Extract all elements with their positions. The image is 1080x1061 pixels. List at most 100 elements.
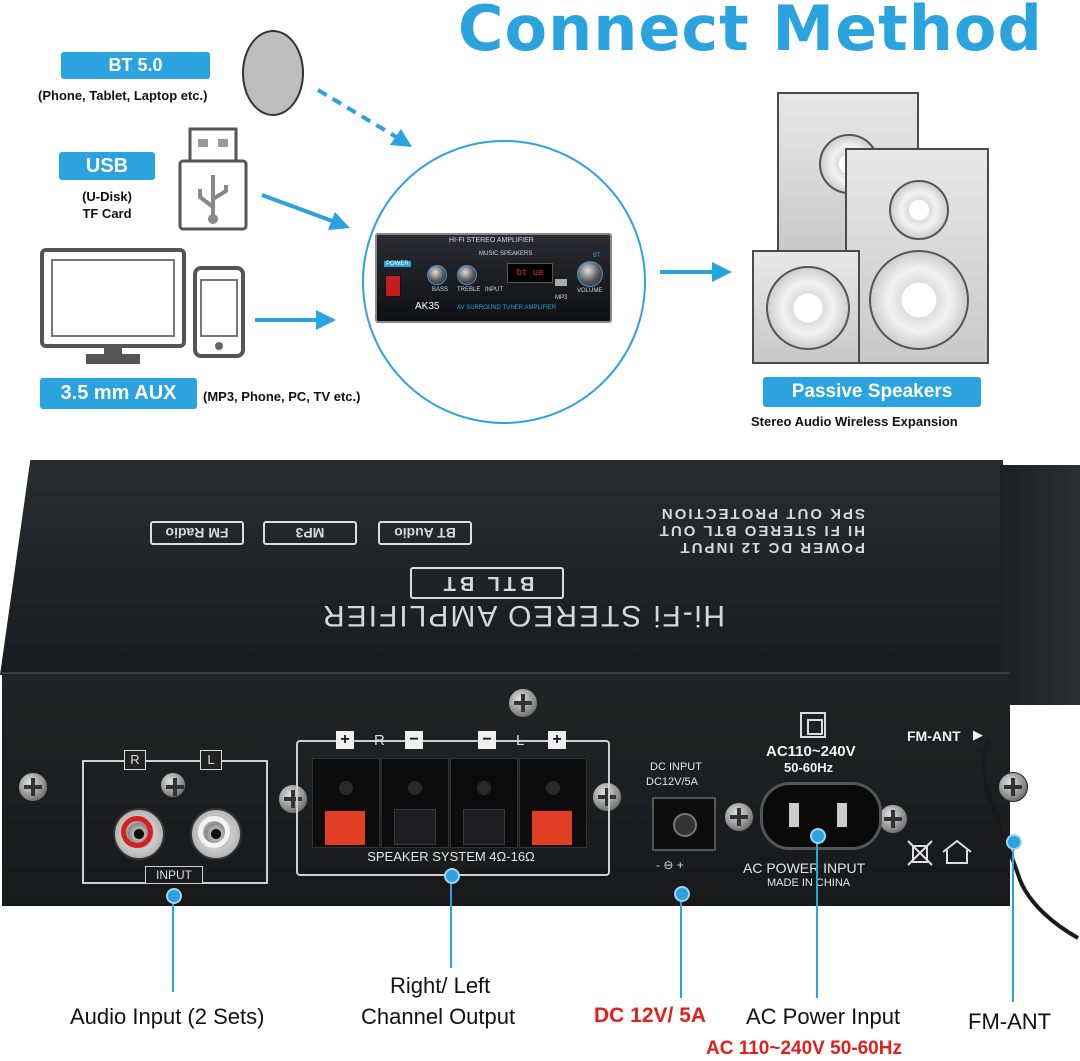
speaker-l-label: L <box>516 732 525 749</box>
speaker-terminal-l-minus[interactable] <box>450 758 518 848</box>
amp-display: bt ue <box>507 263 553 283</box>
bt-label: BT 5.0 <box>61 52 210 79</box>
minus-sign: − <box>478 731 496 749</box>
callout-dot <box>444 868 460 884</box>
input-r-label: R <box>130 752 140 767</box>
fm-antenna-wire <box>981 736 1079 940</box>
weee-bin-icon <box>905 838 935 868</box>
feature-item: SPK OUT PROTECTION <box>659 505 865 522</box>
page-title: Connect Method <box>458 0 1043 65</box>
speaker-cabinet-small <box>752 250 860 364</box>
callout-dot <box>1006 834 1022 850</box>
dc-callout: DC 12V/ 5A <box>594 1004 707 1027</box>
usb-arrow <box>261 193 336 224</box>
device-side-shade <box>1000 465 1080 705</box>
bt-arrow <box>316 88 400 140</box>
usb-note-2: TF Card <box>82 206 132 221</box>
amp-power-label: POWER <box>384 261 411 267</box>
callout-line <box>172 900 174 992</box>
amp-treble: TREBLE <box>457 287 481 293</box>
usb-drive-icon <box>178 127 248 231</box>
bass-knob[interactable] <box>427 265 447 285</box>
input-l-box: L <box>200 750 222 770</box>
channel-output-callout-1: Right/ Left <box>390 973 491 998</box>
input-r-box: R <box>124 750 146 770</box>
speaker-cone <box>889 180 949 240</box>
usb-label: USB <box>59 152 155 180</box>
screw <box>592 782 622 812</box>
minus-sign: − <box>405 731 423 749</box>
speaker-terminal-r-plus[interactable] <box>312 758 380 848</box>
made-in-label: MADE IN CHINA <box>767 877 851 889</box>
screw <box>998 772 1028 802</box>
power-switch[interactable] <box>385 275 401 297</box>
screw <box>508 688 538 718</box>
passive-speakers-note: Stereo Audio Wireless Expansion <box>751 414 958 429</box>
input-label: INPUT <box>145 866 203 884</box>
usb-port[interactable] <box>555 279 567 286</box>
amp-model: AK35 <box>415 301 440 312</box>
dc-input-line2: DC12V/5A <box>646 776 698 788</box>
feature-item: POWER DC 12 INPUT <box>678 539 865 556</box>
fm-ant-arrow-icon: ▶ <box>973 727 983 742</box>
speaker-woofer <box>766 266 850 350</box>
rca-jack-right[interactable] <box>113 808 165 860</box>
plus-sign: + <box>336 731 354 749</box>
input-arrows <box>255 88 732 330</box>
badge-bt: BT Audio <box>378 521 472 545</box>
plus-sign: + <box>548 731 566 749</box>
callout-dot <box>166 888 182 904</box>
feature-item: HI FI STEREO BTL OUT <box>657 522 865 539</box>
speaker-system-label: SPEAKER SYSTEM 4Ω-16Ω <box>367 849 535 864</box>
speaker-cabinet-large <box>845 148 989 364</box>
bt-note: (Phone, Tablet, Laptop etc.) <box>38 88 208 103</box>
speaker-terminal-r-minus[interactable] <box>381 758 449 848</box>
callout-line <box>816 840 818 998</box>
badge-btl: BTL BT <box>410 567 564 599</box>
audio-input-callout: Audio Input (2 Sets) <box>70 1004 265 1029</box>
microphone-icon <box>242 30 304 116</box>
callout-line <box>1012 840 1014 1002</box>
fm-ant-label: FM-ANT <box>907 728 961 744</box>
aux-note: (MP3, Phone, PC, TV etc.) <box>203 389 361 404</box>
amp-volume: VOLUME <box>577 288 603 294</box>
volume-knob[interactable] <box>577 261 603 287</box>
dc-jack[interactable] <box>652 797 716 851</box>
amp-input: INPUT <box>485 287 503 293</box>
phone-icon <box>193 266 245 358</box>
dc-polarity-icon: - ⊖ + <box>656 858 684 872</box>
callout-dot <box>810 828 826 844</box>
ac-spec-line1: AC110~240V <box>766 743 856 760</box>
ac-callout: AC Power Input <box>746 1004 901 1029</box>
amp-surround: AV SURROUND TUNER AMPLIFIER <box>457 305 557 311</box>
ac-power-label: AC POWER INPUT <box>743 860 866 876</box>
double-insulation-icon <box>800 712 826 738</box>
rca-jack-left[interactable] <box>190 808 242 860</box>
callout-dot <box>674 886 690 902</box>
ac-spec-line2: 50-60Hz <box>784 760 834 775</box>
usb-note-1: (U-Disk) <box>82 189 132 204</box>
badge-mp3: MP3 <box>263 521 357 545</box>
screw <box>724 802 754 832</box>
ac-spec-callout: AC 110~240V 50-60Hz <box>706 1038 902 1059</box>
screw <box>160 772 186 798</box>
screw <box>878 804 908 834</box>
treble-knob[interactable] <box>457 265 477 285</box>
speaker-woofer <box>869 250 969 350</box>
ac-power-socket[interactable] <box>760 782 882 850</box>
screw <box>278 784 308 814</box>
aux-label: 3.5 mm AUX <box>40 378 197 409</box>
speaker-r-label: R <box>374 732 385 749</box>
callout-line <box>680 898 682 998</box>
device-main-title: Hi-Fi STEREO AMPLIFIER <box>320 599 726 632</box>
speaker-terminal-l-plus[interactable] <box>519 758 587 848</box>
amp-bt: BT <box>593 253 601 259</box>
monitor-icon <box>40 248 186 366</box>
callout-line <box>450 880 452 968</box>
amp-header: HI-FI STEREO AMPLIFIER <box>449 237 534 244</box>
indoor-use-icon <box>940 838 974 866</box>
feature-list: POWER DC 12 INPUT HI FI STEREO BTL OUT S… <box>535 505 865 556</box>
badge-fm: FM Radio <box>150 521 244 545</box>
device-top-panel <box>0 460 1010 675</box>
fm-callout: FM-ANT <box>968 1009 1052 1034</box>
